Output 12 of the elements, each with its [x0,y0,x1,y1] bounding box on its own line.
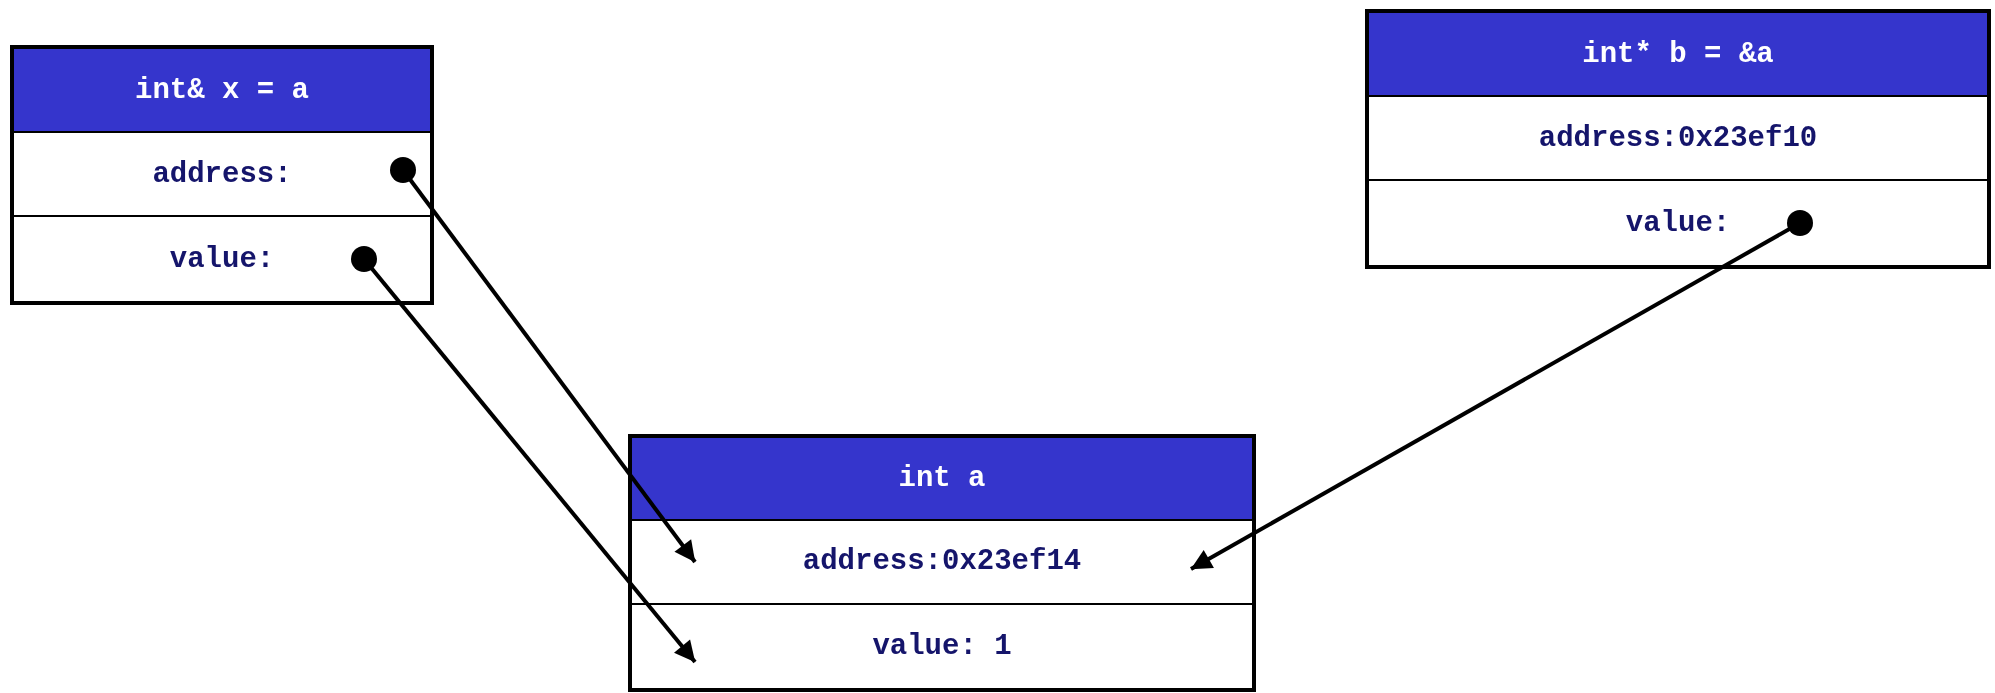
field-text: address:0x23ef14 [802,545,1082,579]
struct-table [628,434,1256,692]
field-text: value: [1625,206,1731,240]
field-text: value: 1 [872,629,1012,663]
struct-table [10,45,434,305]
field-text: address: [152,157,292,191]
table-header: int a [632,438,1252,522]
field-text: address:0x23ef10 [1538,121,1818,155]
field-text: value: [169,242,275,276]
table-header: int* b = &a [1369,13,1987,97]
table-header: int& x = a [14,49,430,133]
struct-table [1365,9,1991,269]
